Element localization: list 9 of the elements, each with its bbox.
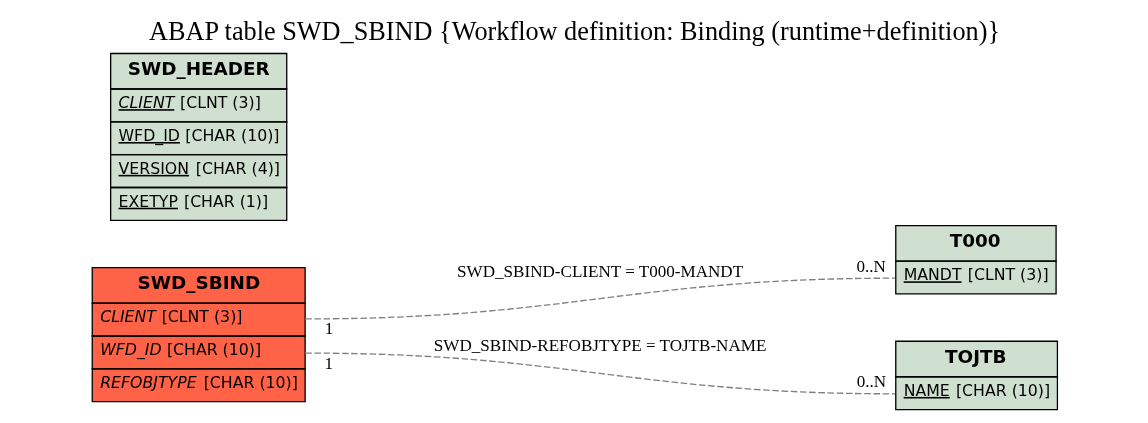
label: 0..N (856, 371, 886, 391)
edge-label: SWD_SBIND-CLIENT = T000-MANDT (456, 262, 743, 282)
diagram-title: ABAP table SWD_SBIND {Workflow definition: Binding (runtime+definition)} (148, 16, 1000, 46)
connector (303, 352, 896, 395)
label: 0..N (855, 256, 886, 276)
connector (303, 277, 896, 320)
label: 1 (324, 319, 333, 339)
edge-label: SWD_SBIND-REFOBJTYPE = TOJTB-NAME (433, 335, 766, 355)
label: 1 (323, 354, 333, 374)
